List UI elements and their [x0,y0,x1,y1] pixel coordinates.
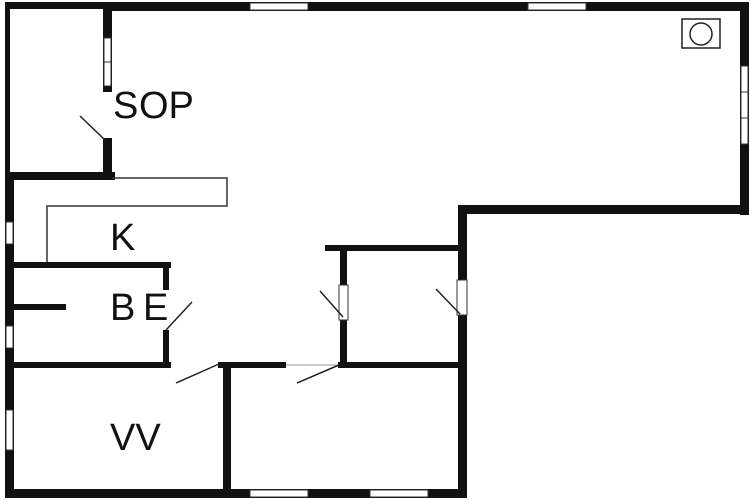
door-swing-bedroom-1 [175,363,220,384]
interior-walls [14,245,466,496]
door-gap-closet-1 [338,284,349,321]
door-swing-closet-1 [319,290,344,318]
room-label-sov: S [113,85,138,127]
wall-bath-stub [14,304,66,310]
window-left-1 [5,221,14,245]
wall-hall-horizontal [218,362,286,368]
wall-top [103,2,748,11]
wall-bottom [5,489,467,498]
windows [5,2,749,498]
wall-mid-horizontal [14,362,171,368]
wall-annex-left [5,2,10,177]
room-label-vv: VV [110,417,161,459]
window-left-2 [5,325,14,349]
wall-closet-top [325,245,465,251]
window-top-1 [249,2,309,11]
wall-bedroom-divider [223,362,231,496]
room-label-k: K [110,217,135,259]
room-label-op: OP [139,85,194,127]
wall-annex-top [5,2,110,9]
stove-burner-icon [681,18,721,49]
window-top-2 [527,2,587,11]
wall-annex-bottom [5,172,115,180]
doors [162,279,468,384]
wall-annex-right [103,2,112,180]
room-label-b: B [110,287,135,329]
window-right [740,65,749,145]
wall-right-lower [458,205,467,498]
door-gap-annex [103,92,112,138]
wall-step [458,205,749,214]
door-swing-bedroom-2 [296,364,340,384]
door-swing-closet-2 [435,288,461,315]
window-bottom-2 [369,489,429,498]
wall-bath-top [14,262,171,268]
room-label-e: E [143,287,168,329]
wall-hall-horizontal-2 [338,362,466,368]
kitchen-counter [46,177,228,265]
door-swing-annex [79,115,106,141]
window-bottom-1 [249,489,309,498]
door-gap-bath [162,290,170,330]
door-gap-closet-2 [456,279,468,316]
door-swing-bath [165,301,193,331]
window-left-3 [5,409,14,451]
